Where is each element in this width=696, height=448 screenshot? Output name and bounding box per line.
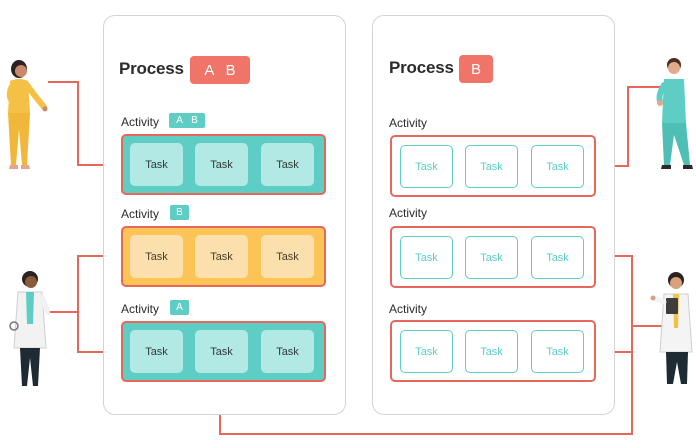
task-card: Task [465, 330, 518, 373]
left-activity-badge: B [170, 205, 189, 220]
left-activity-label: Activity [121, 302, 160, 316]
left-process-tag: A B [190, 56, 250, 84]
task-card: Task [130, 235, 183, 278]
right-activity-label: Activity [389, 116, 428, 130]
person-figure-icon [656, 58, 693, 169]
left-activity-badge: A [170, 300, 189, 315]
task-card: Task [531, 330, 584, 373]
task-card: Task [400, 145, 453, 188]
person-figure-icon [9, 271, 50, 386]
person-figure-icon [650, 272, 693, 384]
right-activity-label: Activity [389, 302, 428, 316]
task-card: Task [130, 143, 183, 186]
task-card: Task [261, 235, 314, 278]
task-card: Task [195, 143, 248, 186]
task-card: Task [400, 330, 453, 373]
task-card: Task [195, 235, 248, 278]
right-process-tag: B [459, 55, 493, 83]
task-card: Task [400, 236, 453, 279]
task-card: Task [531, 145, 584, 188]
left-process-title: Process [119, 59, 184, 78]
connector-line [48, 81, 121, 166]
task-card: Task [465, 145, 518, 188]
task-card: Task [531, 236, 584, 279]
task-card: Task [130, 330, 183, 373]
connector-line [219, 255, 633, 435]
task-card: Task [261, 143, 314, 186]
task-card: Task [195, 330, 248, 373]
connector-line [77, 255, 121, 353]
task-card: Task [261, 330, 314, 373]
task-card: Task [465, 236, 518, 279]
left-activity-badge: A B [169, 113, 205, 128]
right-process-title: Process [389, 58, 454, 77]
person-figure-icon [6, 60, 48, 169]
left-activity-label: Activity [121, 207, 160, 221]
right-activity-label: Activity [389, 206, 428, 220]
left-activity-label: Activity [121, 115, 160, 129]
